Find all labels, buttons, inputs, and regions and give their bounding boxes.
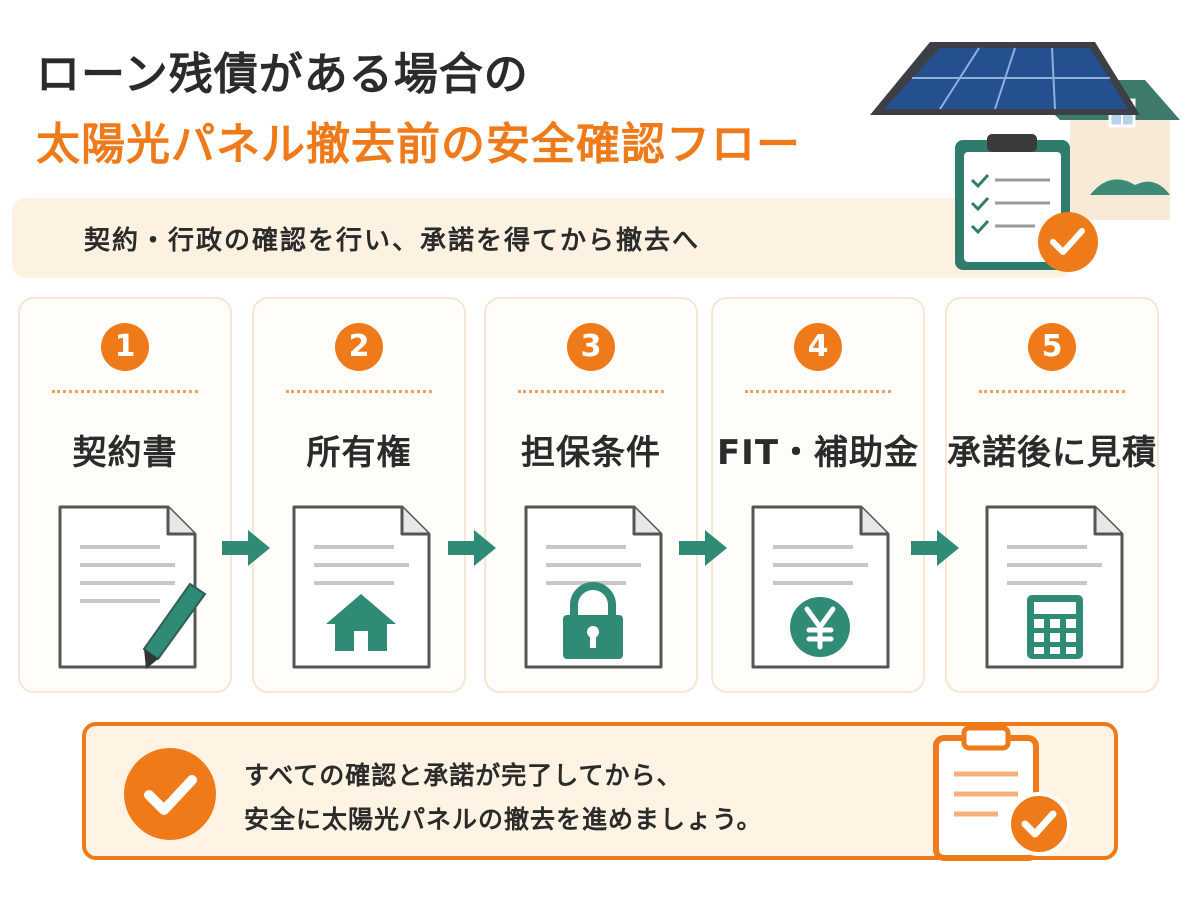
step-label: 承諾後に見積 [947, 433, 1157, 473]
step-label: 担保条件 [521, 433, 661, 473]
footer-callout: すべての確認と承諾が完了してから、 安全に太陽光パネルの撤去を進めましょう。 [82, 722, 1118, 861]
calculator-icon [1027, 595, 1083, 659]
subtitle-text: 契約・行政の確認を行い、承諾を得てから撤去へ [84, 226, 701, 256]
step-card-2: 2 所有権 [252, 297, 466, 693]
estimate-document-icon [985, 505, 1124, 669]
contract-document-icon [58, 505, 207, 669]
title-line-2: 太陽光パネル撤去前の安全確認フロー [36, 119, 801, 170]
arrow-right-icon [679, 530, 727, 566]
step-number-badge: 5 [1028, 323, 1076, 371]
house-icon [326, 594, 396, 651]
ownership-document-icon [292, 505, 431, 669]
yen-icon [790, 597, 850, 657]
arrow-right-icon [911, 530, 959, 566]
collateral-document-icon [524, 505, 663, 669]
subtitle-bar: 契約・行政の確認を行い、承諾を得てから撤去へ [12, 198, 1072, 278]
arrow-right-icon [448, 530, 496, 566]
clipboard-check-icon [933, 725, 1071, 861]
title-line-1: ローン残債がある場合の [36, 49, 529, 100]
dotted-divider [518, 390, 664, 393]
step-card-4: 4 FIT・補助金 [711, 297, 925, 693]
step-card-3: 3 担保条件 [484, 297, 698, 693]
dotted-divider [52, 390, 198, 393]
step-card-1: 1 契約書 [18, 297, 232, 693]
footer-message: すべての確認と承諾が完了してから、 安全に太陽光パネルの撤去を進めましょう。 [244, 754, 763, 842]
lock-icon [563, 582, 623, 659]
solar-panel-icon [870, 42, 1140, 115]
pen-icon [142, 582, 207, 669]
step-number-badge: 4 [794, 323, 842, 371]
dotted-divider [979, 390, 1125, 393]
step-number-badge: 1 [101, 323, 149, 371]
check-circle-icon [124, 748, 216, 840]
subsidy-document-icon [751, 505, 890, 669]
footer-line-1: すべての確認と承諾が完了してから、 [244, 761, 683, 790]
step-card-5: 5 承諾後に見積 [945, 297, 1159, 693]
dotted-divider [286, 390, 432, 393]
step-number-badge: 2 [335, 323, 383, 371]
arrow-right-icon [222, 530, 270, 566]
step-label: 所有権 [306, 433, 412, 473]
footer-line-2: 安全に太陽光パネルの撤去を進めましょう。 [244, 805, 763, 834]
check-badge-icon [1038, 212, 1098, 272]
step-label: FIT・補助金 [716, 433, 920, 473]
dotted-divider [745, 390, 891, 393]
step-label: 契約書 [72, 433, 178, 473]
house-solar-clipboard-illustration [870, 42, 1180, 272]
step-number-badge: 3 [567, 323, 615, 371]
